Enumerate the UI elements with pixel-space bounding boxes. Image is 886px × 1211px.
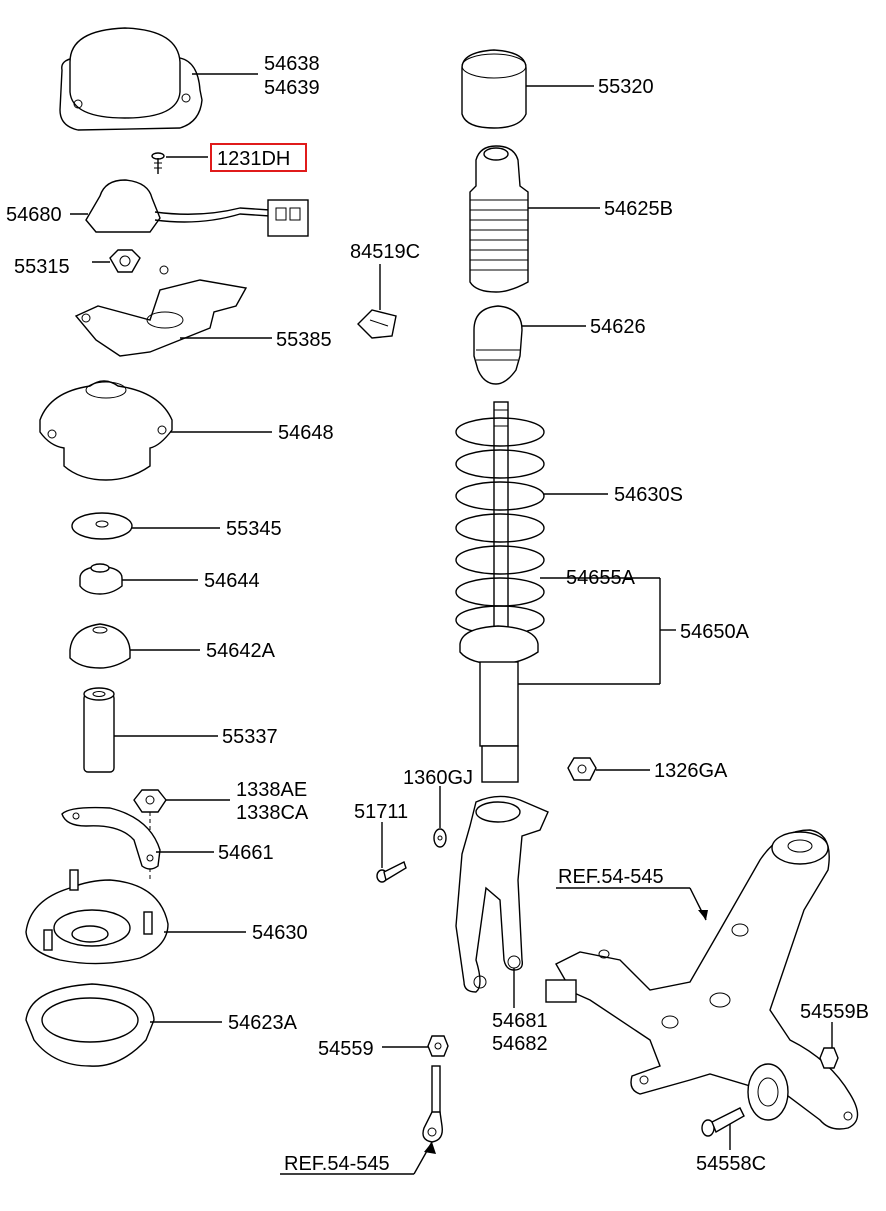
part-stabilizer-link — [422, 1065, 443, 1143]
label-54630S: 54630S — [614, 484, 683, 506]
label-84519C: 84519C — [350, 241, 420, 263]
label-54638: 54638 — [264, 53, 320, 75]
arrow-ref1 — [698, 910, 708, 920]
part-54648-mount — [39, 380, 173, 481]
part-54558C-bolt — [701, 1107, 745, 1137]
label-1338AE: 1338AE — [236, 779, 307, 801]
part-54650A-strut — [459, 625, 539, 783]
label-54680: 54680 — [6, 204, 62, 226]
part-54559-nut — [427, 1035, 449, 1057]
part-54630S-spring — [455, 401, 545, 653]
label-54630: 54630 — [252, 922, 308, 944]
label-54625B: 54625B — [604, 198, 673, 220]
part-1360GJ-washer — [433, 828, 447, 848]
label-54681: 54681 — [492, 1010, 548, 1032]
label-54650A: 54650A — [680, 621, 750, 643]
label-55337: 55337 — [222, 726, 278, 748]
label-55345: 55345 — [226, 518, 282, 540]
part-54680-sensor — [85, 179, 309, 237]
label-54623A: 54623A — [228, 1012, 298, 1034]
part-54630-seat — [25, 869, 169, 965]
part-55345-washer — [71, 512, 133, 540]
part-1231DH-screw — [151, 152, 165, 174]
part-54559B-nut — [819, 1047, 839, 1069]
label-54644: 54644 — [204, 570, 260, 592]
part-55315-nut — [109, 249, 141, 273]
part-1338AE-nut — [133, 789, 167, 813]
part-54623A-ring — [25, 983, 155, 1067]
arrow-ref2 — [424, 1142, 436, 1154]
part-lower-control-arm — [545, 829, 859, 1130]
part-54642A-rubber — [69, 623, 131, 669]
label-54559: 54559 — [318, 1038, 374, 1060]
part-54644-bushing — [79, 563, 123, 595]
label-54558C: 54558C — [696, 1153, 766, 1175]
part-54661-plate — [61, 806, 161, 870]
part-51711-bolt — [376, 861, 407, 883]
label-55315: 55315 — [14, 256, 70, 278]
label-54682: 54682 — [492, 1033, 548, 1055]
part-54638-cap — [59, 27, 203, 131]
label-ref-54-545-bottom: REF.54-545 — [284, 1153, 390, 1175]
part-54625B-boot — [469, 145, 529, 293]
label-54626: 54626 — [590, 316, 646, 338]
label-1326GA: 1326GA — [654, 760, 728, 782]
label-55385: 55385 — [276, 329, 332, 351]
label-54559B: 54559B — [800, 1001, 869, 1023]
part-55320-cap — [461, 49, 527, 129]
part-54681-knuckle — [455, 795, 549, 993]
label-1338CA: 1338CA — [236, 802, 309, 824]
label-54648: 54648 — [278, 422, 334, 444]
label-55320: 55320 — [598, 76, 654, 98]
label-51711: 51711 — [354, 801, 408, 823]
label-54642A: 54642A — [206, 640, 276, 662]
label-54639: 54639 — [264, 77, 320, 99]
part-1326GA-nut — [567, 757, 597, 781]
label-1360GJ: 1360GJ — [403, 767, 473, 789]
highlight-box-1231DH — [210, 143, 307, 172]
label-ref-54-545-top: REF.54-545 — [558, 866, 664, 888]
part-54626-bumpstop — [473, 305, 523, 385]
label-1231DH: 1231DH — [217, 148, 290, 170]
part-55337-tube — [83, 687, 115, 773]
label-54655A: 54655A — [566, 567, 636, 589]
part-84519C-clip — [357, 309, 397, 339]
part-55385-bracket — [74, 265, 248, 357]
label-54661: 54661 — [218, 842, 274, 864]
